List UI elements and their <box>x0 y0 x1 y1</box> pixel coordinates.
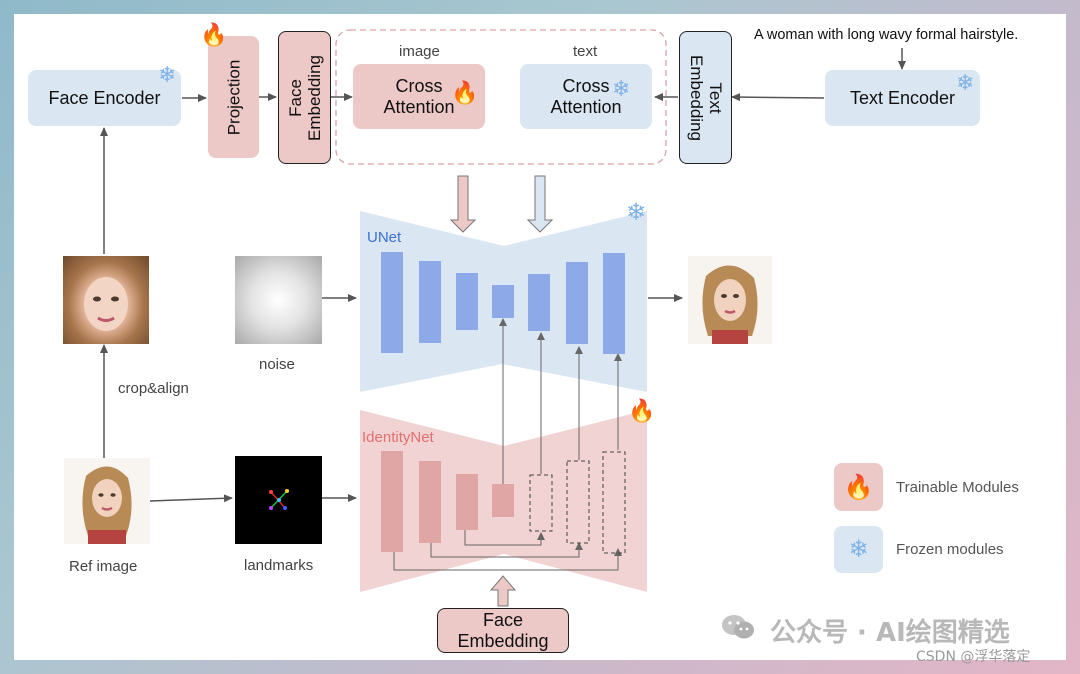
wechat-icon <box>720 612 756 642</box>
legend-frozen-label: Frozen modules <box>896 541 1004 558</box>
embedding-injection-arrow <box>489 575 517 607</box>
landmarks-label: landmarks <box>244 557 314 574</box>
output-face-image <box>688 256 772 344</box>
unet-label: UNet <box>367 229 402 246</box>
image-injection-arrow <box>449 175 477 233</box>
snowflake-icon: ❄ <box>848 536 869 563</box>
ref-image-label: Ref image <box>69 558 138 575</box>
watermark-text: 公众号 · AI绘图精选 <box>770 618 1010 648</box>
landmarks-image <box>235 456 322 544</box>
noise-label: noise <box>259 356 295 373</box>
identitynet-shape-bottom <box>360 554 647 592</box>
text-embedding-line2: Embedding <box>686 54 706 141</box>
legend-trainable-label: Trainable Modules <box>896 479 1019 496</box>
face-embedding-bottom-line1: Face <box>482 609 524 630</box>
snowflake-icon: ❄ <box>158 62 177 87</box>
projection-box: Projection <box>208 36 259 158</box>
identitynet-label: IdentityNet <box>362 429 434 446</box>
face-embedding-top-line2: Embedding <box>304 54 324 141</box>
fire-icon: 🔥 <box>200 22 228 47</box>
face-embedding-top-line1: Face <box>285 78 305 117</box>
face-embedding-bottom-box: Face Embedding <box>437 608 569 653</box>
face-encoder-box: Face Encoder <box>28 70 181 126</box>
legend-frozen-swatch: ❄ <box>834 526 883 573</box>
snowflake-icon: ❄ <box>626 199 647 226</box>
projection-label: Projection <box>224 59 244 135</box>
cross-attention-group <box>335 29 667 165</box>
cross-attention-image-box: Cross Attention <box>353 64 485 129</box>
cross-attention-text-box: Cross Attention <box>520 64 652 129</box>
fire-icon: 🔥 <box>843 473 874 501</box>
csdn-watermark: CSDN @浮华落定 <box>916 649 1031 665</box>
noise-image <box>235 256 322 344</box>
face-embedding-bottom-line2: Embedding <box>457 630 549 651</box>
ref-image <box>64 458 150 544</box>
image-label: image <box>399 43 440 60</box>
cross-attention-text-line2: Attention <box>550 96 622 117</box>
cropped-face-image <box>63 256 149 344</box>
face-encoder-label: Face Encoder <box>48 87 161 108</box>
text-encoder-box: Text Encoder <box>825 70 980 126</box>
snowflake-icon: ❄ <box>612 76 631 101</box>
prompt-text: A woman with long wavy formal hairstyle. <box>754 27 1019 43</box>
cross-attention-image-line2: Attention <box>383 96 455 117</box>
text-embedding-line1: Text <box>705 81 725 114</box>
unet-shape-top <box>360 211 647 246</box>
cross-attention-image-line1: Cross <box>395 75 443 96</box>
text-injection-arrow <box>526 175 554 233</box>
legend-trainable-swatch: 🔥 <box>834 463 883 511</box>
fire-icon: 🔥 <box>451 80 479 105</box>
crop-align-label: crop&align <box>118 380 189 397</box>
text-label: text <box>573 43 598 60</box>
snowflake-icon: ❄ <box>956 70 975 95</box>
diagram-connectors <box>100 29 906 607</box>
text-encoder-label: Text Encoder <box>849 87 956 108</box>
cross-attention-text-line1: Cross <box>562 75 610 96</box>
fire-icon: 🔥 <box>628 398 656 423</box>
